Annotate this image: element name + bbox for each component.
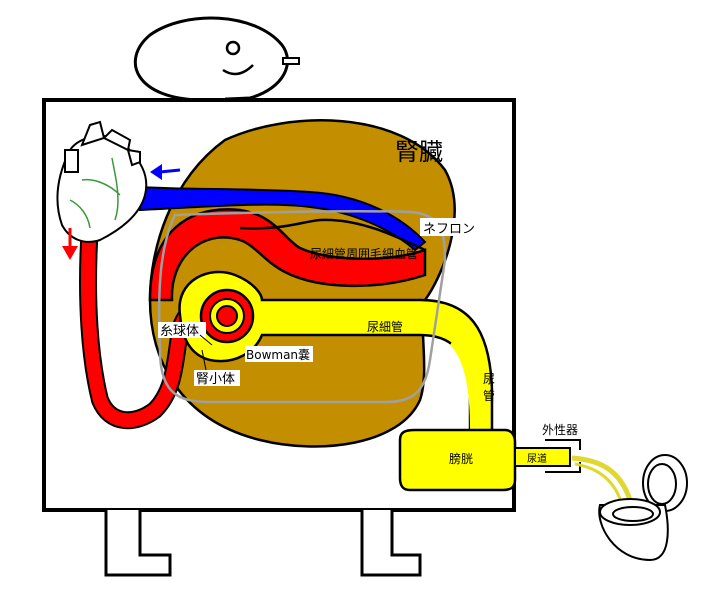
legs	[104, 510, 422, 577]
left-leg	[104, 510, 172, 577]
ureter	[450, 330, 490, 430]
label-ureter-2: 管	[483, 388, 495, 403]
label-peritubular-capillary: 尿細管周囲毛細血管	[310, 246, 418, 261]
label-renal-corpuscle: 腎小体	[196, 372, 235, 387]
peritubular-capillary-loop	[148, 208, 427, 302]
renal-tubule	[178, 270, 494, 432]
urethra	[514, 447, 571, 467]
bladder	[398, 428, 517, 492]
head-figure	[133, 16, 300, 102]
renal-vein	[139, 185, 427, 252]
nose-tip	[282, 57, 300, 65]
right-leg	[360, 510, 422, 577]
vein-flow-arrow-icon	[150, 164, 181, 180]
title-kidney: 腎臓	[395, 138, 443, 166]
label-urethra: 尿道	[527, 452, 547, 465]
label-renal-tubule: 尿細管	[367, 319, 403, 334]
label-external-genitalia: 外性器	[542, 423, 578, 437]
label-bladder: 膀胱	[449, 451, 473, 466]
label-nephron: ネフロン	[423, 222, 475, 237]
smile-icon	[222, 64, 254, 76]
glomerulus-core	[216, 305, 238, 327]
eye-icon	[225, 40, 241, 56]
toilet-icon	[598, 454, 688, 562]
label-glomerulus: 糸球体	[160, 324, 199, 339]
urine-stream	[571, 455, 633, 501]
label-ureter-1: 尿	[483, 372, 495, 386]
heart-icon	[56, 120, 148, 243]
artery-flow-arrow-icon	[62, 228, 78, 260]
label-bowman-capsule: Bowman嚢	[246, 347, 310, 362]
